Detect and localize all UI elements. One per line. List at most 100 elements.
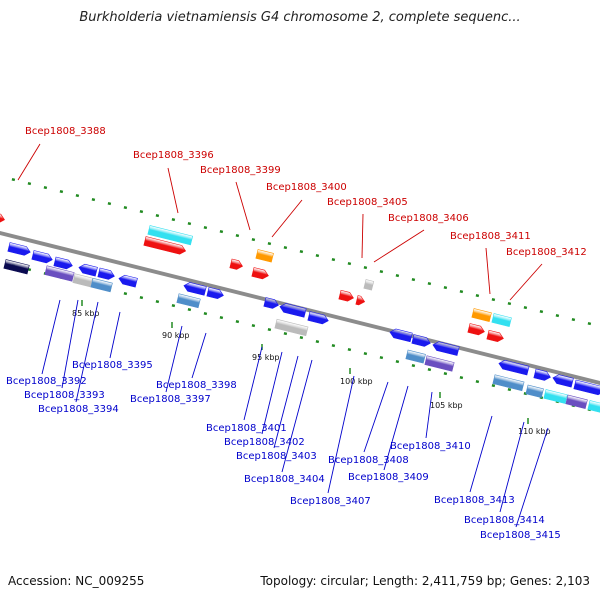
gene-box-3411 — [471, 308, 492, 322]
track-dot — [411, 278, 416, 282]
gene-label: Bcep1808_3399 — [200, 165, 281, 176]
track-dot — [507, 302, 512, 306]
gene-arrow-3408 — [389, 328, 413, 343]
track-dot — [363, 266, 368, 270]
gene-arrow-3401 — [263, 297, 279, 309]
gene-arrow-3398 — [206, 286, 224, 299]
accession-text: Accession: NC_009255 — [8, 574, 145, 588]
gene-box-3394 — [72, 273, 93, 288]
gene-label: Bcep1808_3409 — [348, 472, 429, 483]
track-dot — [171, 218, 176, 222]
leader-line — [167, 167, 179, 214]
leader-line — [243, 346, 263, 421]
track-dot — [139, 296, 144, 300]
track-dot — [219, 316, 224, 320]
track-dot — [331, 258, 336, 262]
gene-arrow-3409 — [411, 334, 431, 347]
leader-line — [363, 381, 389, 453]
gene-arrow-3393a — [97, 267, 115, 280]
gene-arrow-3388 — [0, 212, 5, 224]
gene-box-3400 — [255, 249, 274, 263]
gene-arrow-3410 — [432, 341, 460, 356]
track-dot — [587, 322, 592, 326]
page-title: Burkholderia vietnamiensis G4 chromosome… — [79, 10, 521, 25]
leader-line — [509, 263, 543, 301]
track-dot — [523, 306, 528, 310]
track-dot — [267, 328, 272, 332]
gene-label: Bcep1808_3407 — [290, 496, 371, 507]
track-dot — [139, 210, 144, 214]
gene-box-3397 — [176, 293, 201, 309]
gene-label: Bcep1808_3413 — [434, 495, 515, 506]
gene-arrow-3412 — [486, 329, 504, 342]
gene-arrow-3414a — [533, 368, 551, 381]
track-dot — [379, 270, 384, 274]
gene-arrow-3403 — [307, 311, 329, 325]
tick-label: 105 kbp — [430, 401, 463, 410]
leader-line — [383, 385, 409, 471]
gene-arrow-3399b — [251, 267, 269, 280]
track-dot — [411, 364, 416, 368]
gene-box-3415b — [565, 394, 588, 409]
gene-arrow-3389 — [7, 242, 31, 256]
track-dot — [267, 242, 272, 246]
gene-label: Bcep1808_3401 — [206, 423, 287, 434]
leader-line — [373, 229, 425, 263]
gene-label: Bcep1808_3415 — [480, 530, 561, 541]
gene-label: Bcep1808_3402 — [224, 437, 305, 448]
track-dot — [155, 214, 160, 218]
gene-label: Bcep1808_3405 — [327, 197, 408, 208]
track-dot — [443, 372, 448, 376]
gene-label: Bcep1808_3398 — [156, 380, 237, 391]
track-dot — [427, 368, 432, 372]
gene-arrow-3397 — [183, 282, 207, 296]
track-dot — [59, 190, 64, 194]
gene-box-3409 — [424, 355, 455, 372]
track-dot — [187, 308, 192, 312]
gene-label: Bcep1808_3394 — [38, 404, 119, 415]
track-dot — [107, 202, 112, 206]
gene-label: Bcep1808_3388 — [25, 126, 106, 137]
gene-label: Bcep1808_3414 — [464, 515, 545, 526]
gene-label: Bcep1808_3410 — [390, 441, 471, 452]
track-dot — [507, 388, 512, 392]
leader-line — [361, 213, 364, 259]
track-dot — [203, 226, 208, 230]
track-dot — [315, 340, 320, 344]
track-dot — [171, 304, 176, 308]
track-dot — [539, 310, 544, 314]
leader-line — [515, 427, 549, 528]
track-dot — [43, 186, 48, 190]
gene-box-3396 — [147, 225, 194, 246]
track-dot — [347, 262, 352, 266]
track-dot — [299, 250, 304, 254]
gene-arrow-3405 — [338, 289, 354, 302]
leader-line — [61, 299, 79, 389]
gene-box-3415c — [587, 400, 600, 414]
track-dot — [571, 318, 576, 322]
leader-line — [261, 351, 283, 435]
leader-line — [165, 325, 183, 393]
track-dot — [443, 286, 448, 290]
leader-line — [271, 199, 303, 238]
gene-box-3393 — [44, 265, 75, 282]
leader-line — [41, 299, 61, 375]
gene-arrow-3393b — [118, 274, 138, 288]
track-dot — [27, 182, 32, 186]
track-dot — [123, 292, 128, 296]
gene-label: Bcep1808_3408 — [328, 455, 409, 466]
track-dot — [299, 336, 304, 340]
track-dot — [251, 324, 256, 328]
track-dot — [219, 230, 224, 234]
gene-label: Bcep1808_3397 — [130, 394, 211, 405]
track-dot — [75, 194, 80, 198]
gene-label: Bcep1808_3396 — [133, 150, 214, 161]
gene-label: Bcep1808_3403 — [236, 451, 317, 462]
leader-line — [281, 359, 313, 473]
track-dot — [203, 312, 208, 316]
leader-line — [75, 301, 99, 403]
gene-box-3404 — [274, 318, 309, 337]
tick-label: 100 kbp — [340, 377, 373, 386]
gene-label: Bcep1808_3411 — [450, 231, 531, 242]
